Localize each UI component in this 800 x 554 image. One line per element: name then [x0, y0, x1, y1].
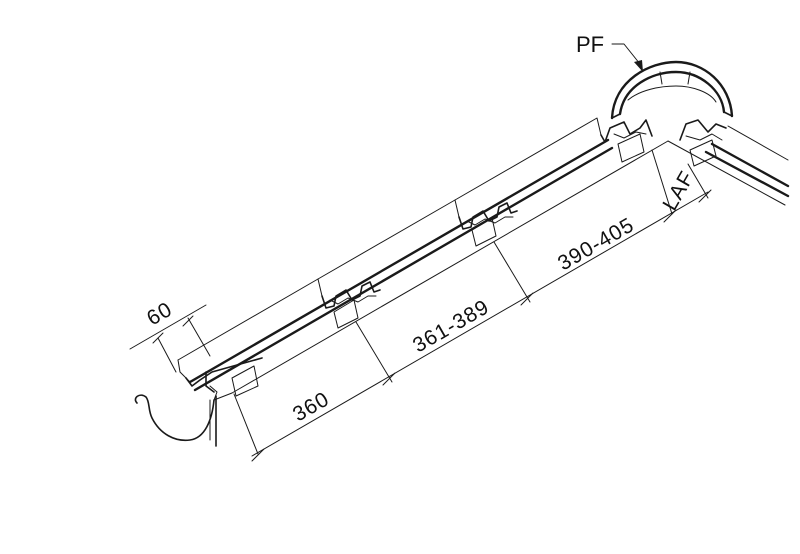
- ridge-tile: [610, 60, 734, 120]
- battens: [231, 133, 717, 397]
- leader-arrowhead: [634, 60, 643, 72]
- overhang-dimension: 60: [129, 298, 211, 373]
- ridge-label-group: PF: [576, 32, 643, 72]
- rafter-line: [213, 140, 786, 401]
- gutter: [134, 385, 218, 447]
- tile-course-left: [177, 117, 653, 393]
- ridge-label: PF: [576, 32, 604, 57]
- tile-course-right: [679, 119, 790, 198]
- gauge-mid-label: 361-389: [409, 295, 493, 357]
- ridge-gap-label: LAF: [658, 167, 699, 214]
- gauge-top-label: 390-405: [554, 213, 638, 275]
- gauge-eaves-label: 360: [289, 387, 333, 426]
- batten-gauge-dimension: 360 361-389 390-405 LAF: [233, 149, 712, 462]
